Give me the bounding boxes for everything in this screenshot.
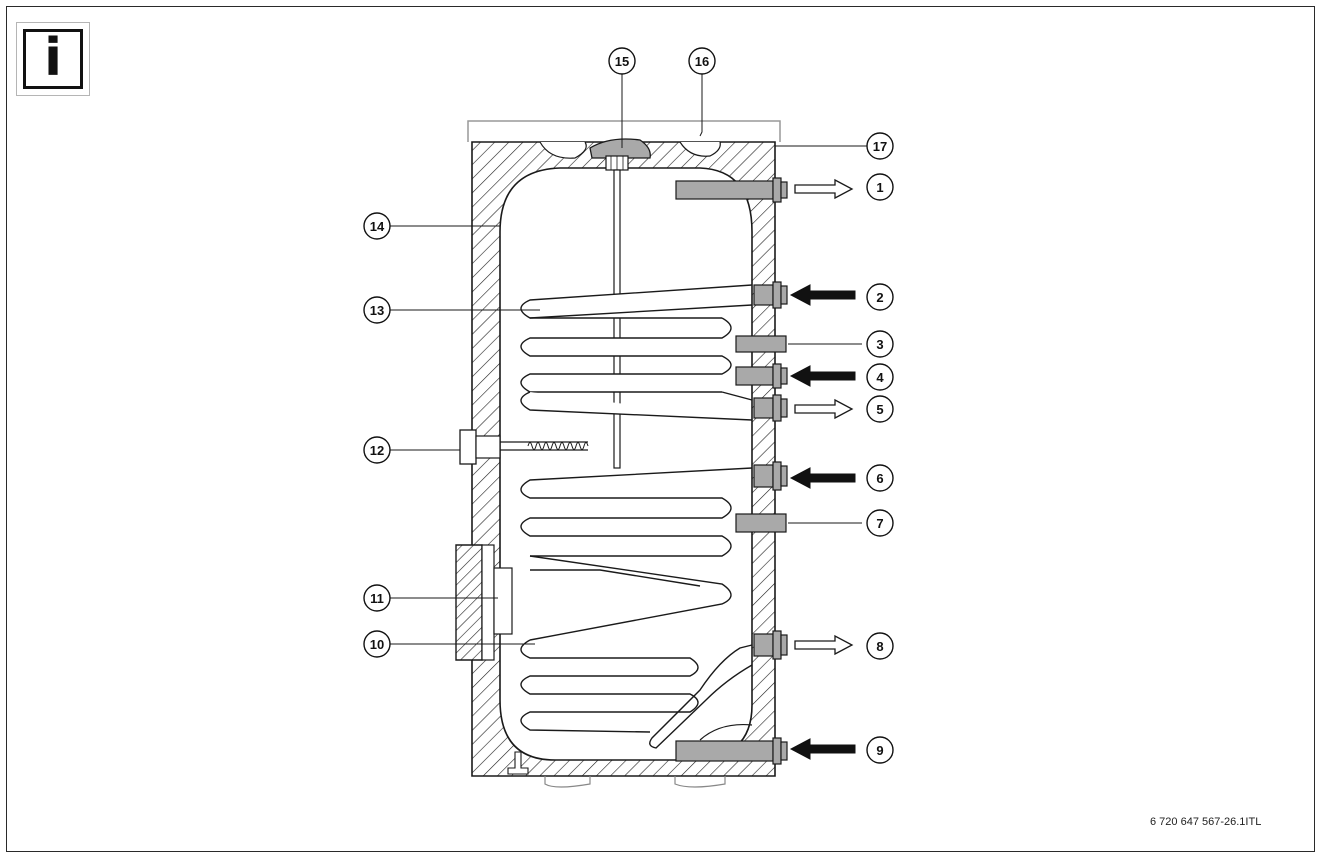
callout-label-8: 8 [876,639,883,654]
vessel-bottom-detail [699,723,753,741]
upper-heat-exchanger-coil [520,284,753,421]
callout-label-16: 16 [695,54,709,69]
heater-neck [475,435,501,459]
insulation-top-left [539,141,587,159]
callout-1: 1 [866,173,894,201]
nozzle-5 [753,397,774,419]
callouts: 1 2 3 4 5 6 7 8 9 10 11 12 13 14 15 16 1… [363,47,894,764]
callout-label-9: 9 [876,743,883,758]
inflow-arrow-6 [789,467,856,489]
nozzle-6 [753,464,774,488]
nozzle-7 [735,513,787,533]
callout-label-5: 5 [876,402,883,417]
callout-14: 14 [363,212,391,240]
tank-insulation [471,141,776,777]
inflow-arrow-9 [789,738,856,760]
nozzle-3 [735,335,787,353]
connection-nozzles [675,177,788,765]
inspection-plate [481,544,495,661]
callout-label-6: 6 [876,471,883,486]
inspection-flange [493,567,513,635]
callout-label-10: 10 [370,637,384,652]
callout-4: 4 [866,363,894,391]
tank-foot-left [544,776,591,788]
callout-9: 9 [866,736,894,764]
callout-15: 15 [608,47,636,75]
callout-label-17: 17 [873,139,887,154]
callout-6: 6 [866,464,894,492]
heater-spiral [527,442,589,450]
outflow-arrow-1 [794,178,854,200]
tank-foot-right [674,776,726,788]
callout-17: 17 [866,132,894,160]
callout-5: 5 [866,395,894,423]
callout-label-1: 1 [876,180,883,195]
callout-label-13: 13 [370,303,384,318]
callout-label-11: 11 [370,591,384,606]
callout-11: 11 [363,584,391,612]
inflow-arrow-4 [789,365,856,387]
callout-label-4: 4 [876,370,884,385]
nozzle-9 [675,740,774,762]
callout-7: 7 [866,509,894,537]
callout-label-15: 15 [615,54,629,69]
callout-label-14: 14 [370,219,385,234]
info-box: i [16,22,90,96]
callout-2: 2 [866,283,894,311]
heater-head [459,429,477,465]
info-glyph: i [44,28,62,88]
insulation-top-right [679,141,721,157]
callout-16: 16 [688,47,716,75]
callout-3: 3 [866,330,894,358]
bottom-drain [507,751,529,775]
nozzle-1 [675,180,774,200]
inspection-cover [455,544,483,661]
callout-label-2: 2 [876,290,883,305]
anode-cap [589,138,651,159]
lower-heat-exchanger-coil [520,467,753,749]
callout-label-12: 12 [370,443,384,458]
callout-13: 13 [363,296,391,324]
nozzle-8 [753,633,774,657]
outflow-arrows [794,178,854,656]
inflow-arrow-2 [789,284,856,306]
nozzle-4 [735,366,774,386]
nozzle-2 [753,284,774,306]
callout-8: 8 [866,632,894,660]
callout-12: 12 [363,436,391,464]
callout-label-7: 7 [876,516,883,531]
outflow-arrow-5 [794,398,854,420]
tank-cover [467,120,781,142]
outflow-arrow-8 [794,634,854,656]
info-icon: i [23,28,83,89]
inflow-arrows [789,284,856,760]
document-code: 6 720 647 567-26.1ITL [1150,816,1262,828]
callout-10: 10 [363,630,391,658]
anode-rod [613,169,621,469]
leader-lines [390,74,867,645]
callout-label-3: 3 [876,337,883,352]
